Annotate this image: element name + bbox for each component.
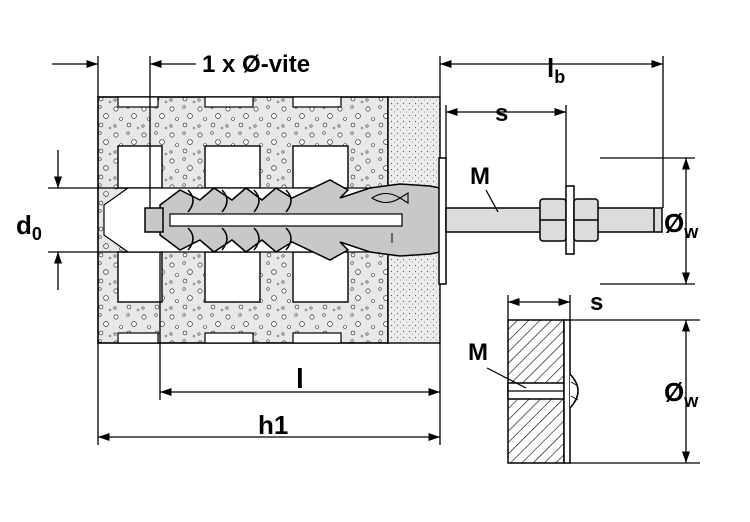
label-lb: lb: [547, 53, 565, 87]
washer-plate: [438, 157, 447, 285]
label-ow-bottom: Øw: [664, 377, 699, 411]
label-s-top: s: [495, 100, 508, 127]
label-ow-top: Øw: [664, 208, 699, 242]
label-d0: d0: [16, 210, 42, 244]
detail-section: [486, 295, 700, 464]
label-h1: h1: [258, 410, 288, 440]
dimension-lines: [48, 56, 695, 445]
label-M-bottom: M: [468, 339, 488, 366]
label-M-top: M: [470, 163, 490, 190]
label-vite: 1 x Ø-vite: [202, 51, 310, 78]
label-s-bottom: s: [590, 289, 603, 316]
threaded-rod: [445, 185, 663, 255]
label-l: l: [296, 363, 304, 394]
wall-plug-anchor: [144, 179, 441, 261]
